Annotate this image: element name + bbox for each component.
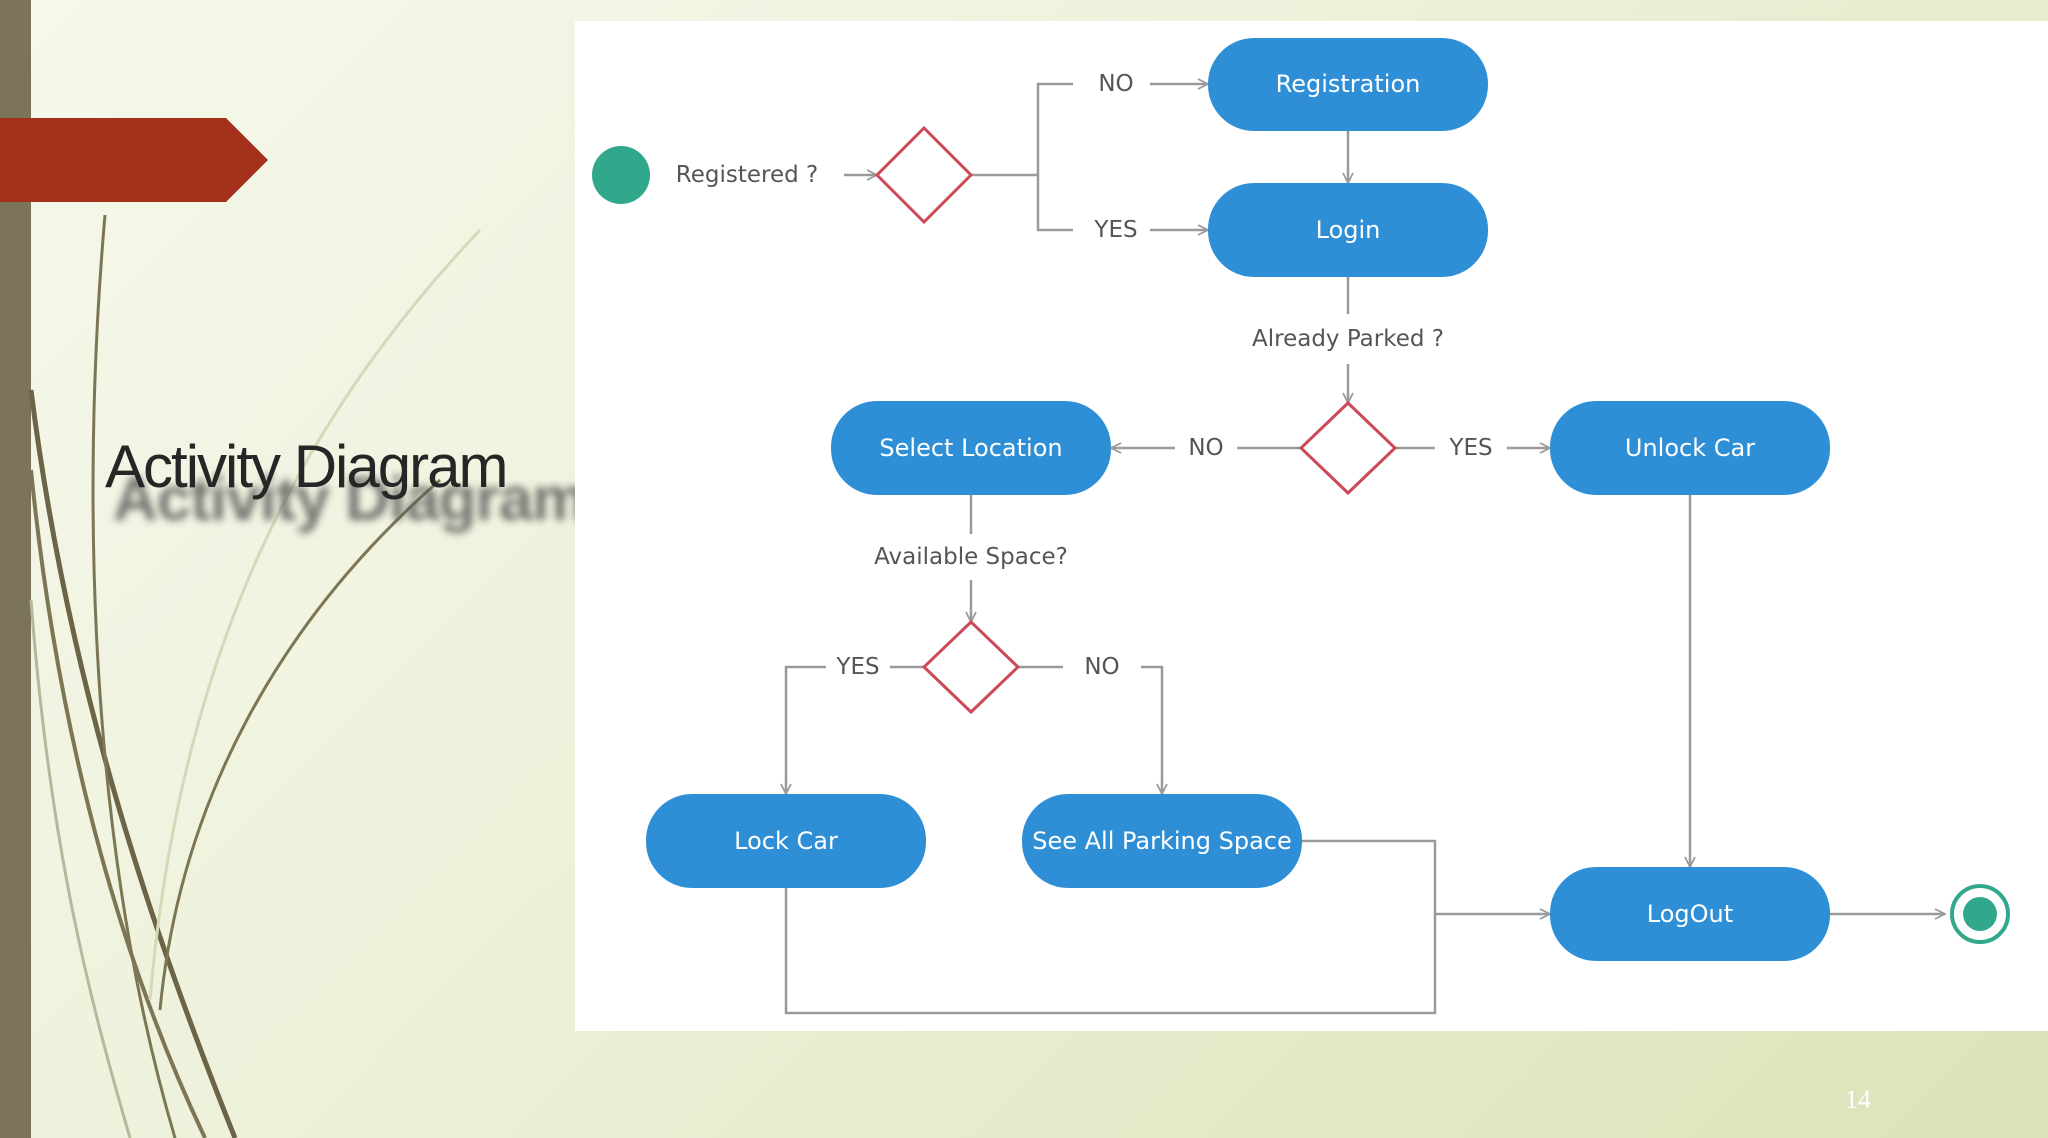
node-logout-label: LogOut bbox=[1647, 900, 1733, 928]
edge-no-to-see-all bbox=[1141, 665, 1162, 794]
decision-registered-label: Registered ? bbox=[676, 162, 818, 188]
node-logout bbox=[1550, 867, 1830, 961]
edge-lock-car-to-logout bbox=[784, 888, 1437, 1015]
edge-branch-registered-yes bbox=[1036, 175, 1073, 232]
edge-branch-registered-no bbox=[1036, 82, 1073, 175]
node-lock-car bbox=[646, 794, 926, 888]
start-node bbox=[592, 146, 650, 204]
edge-label-parked-no: NO bbox=[1188, 435, 1223, 461]
decision-registered bbox=[874, 125, 974, 225]
slide-title-area: Activity Diagram Activity Diagram bbox=[105, 432, 587, 562]
action-nodes bbox=[646, 38, 1830, 961]
slide-title-reflection: Activity Diagram bbox=[113, 465, 587, 534]
page-number: 14 bbox=[1845, 1085, 1871, 1114]
node-see-all-parking bbox=[1022, 794, 1302, 888]
decision-available-space-label: Available Space? bbox=[874, 544, 1068, 570]
node-select-location bbox=[831, 401, 1111, 495]
section-arrow-marker bbox=[0, 118, 268, 202]
node-registration-label: Registration bbox=[1276, 70, 1421, 98]
decision-already-parked-label: Already Parked ? bbox=[1252, 326, 1444, 352]
decorative-curves bbox=[28, 214, 482, 1138]
edge-label-registered-yes: YES bbox=[1093, 217, 1137, 243]
node-unlock-car bbox=[1550, 401, 1830, 495]
node-lock-car-label: Lock Car bbox=[734, 827, 838, 855]
node-login-label: Login bbox=[1316, 216, 1381, 244]
diagram-panel: Registration Login Select Location Unloc… bbox=[575, 21, 2048, 1031]
edge-label-space-yes: YES bbox=[835, 654, 879, 680]
edge-yes-to-lock-car bbox=[786, 665, 826, 794]
edge-label-parked-yes: YES bbox=[1448, 435, 1492, 461]
edge-label-space-no: NO bbox=[1084, 654, 1119, 680]
edge-see-all-to-logout bbox=[1302, 839, 1550, 914]
node-registration bbox=[1208, 38, 1488, 131]
end-node-core bbox=[1963, 897, 1997, 931]
edge-label-registered-no: NO bbox=[1098, 71, 1133, 97]
activity-diagram: Registration Login Select Location Unloc… bbox=[592, 38, 2010, 1015]
decision-already-parked bbox=[1298, 400, 1398, 496]
slide-title: Activity Diagram bbox=[105, 433, 508, 500]
node-login bbox=[1208, 183, 1488, 277]
node-unlock-car-label: Unlock Car bbox=[1625, 434, 1755, 462]
decision-available-space bbox=[921, 619, 1021, 715]
decision-nodes bbox=[874, 125, 1398, 715]
node-select-location-label: Select Location bbox=[879, 434, 1062, 462]
node-see-all-parking-label: See All Parking Space bbox=[1032, 827, 1292, 855]
